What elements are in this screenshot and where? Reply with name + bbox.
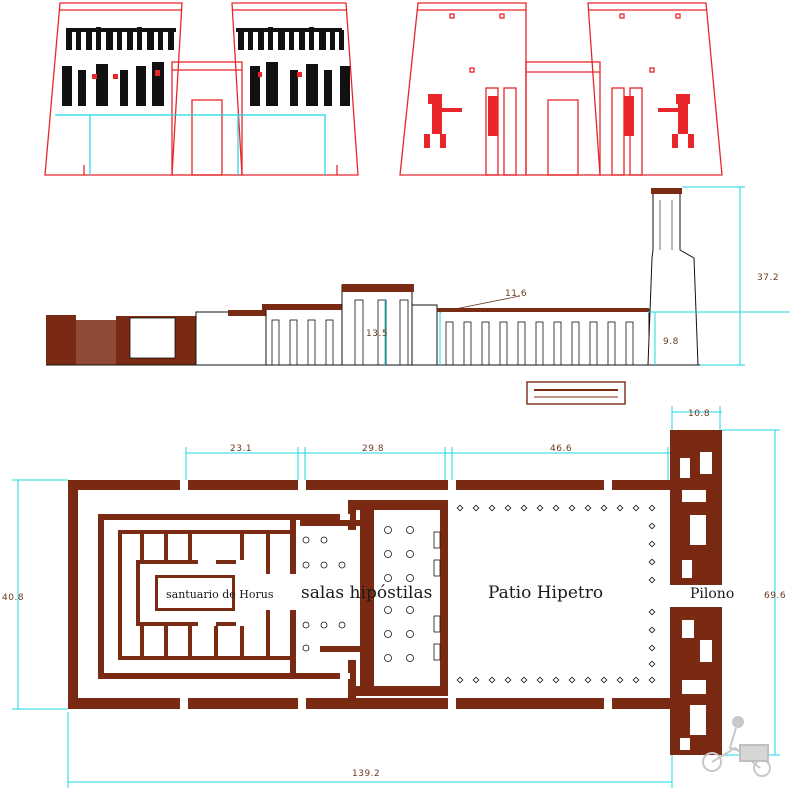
label-pylon: Pilono (690, 586, 734, 602)
plan-dimension-lines (12, 406, 780, 788)
dim-top-gap: 11.6 (505, 289, 527, 299)
pylon-elevation-right (399, 2, 723, 176)
dim-hall-height: 13.5 (366, 329, 388, 339)
dim-pylon-width: 10.8 (688, 409, 710, 419)
pylon-plan-rooms (670, 452, 722, 750)
dim-total-length: 139.2 (352, 769, 380, 779)
pylon-elevation-left (44, 2, 359, 176)
plan-wall-openings (180, 480, 612, 709)
longitudinal-section (46, 188, 700, 405)
dim-colonnade-height: 9.8 (663, 337, 679, 347)
court-colonnade (456, 504, 656, 684)
red-accents-left (92, 70, 302, 79)
dim-pylon-span: 69.6 (764, 591, 786, 601)
dim-pylon-height: 37.2 (757, 273, 779, 283)
dim-sanctuary-length: 23.1 (230, 444, 252, 454)
smiting-figures-right (424, 94, 694, 148)
label-hypostyle: salas hipóstilas (301, 583, 432, 603)
hieroglyph-reliefs-left (62, 27, 350, 106)
label-court: Patio Hipetro (488, 583, 603, 603)
label-sanctuary: santuario de Horus (166, 588, 274, 601)
hypostyle-columns (302, 526, 441, 662)
cyclist-watermark-icon (702, 716, 771, 777)
pylon-elevation-left-cyan-overlay (55, 114, 326, 175)
section-dimension-lines (384, 186, 790, 366)
leader-line (439, 295, 521, 313)
dim-temple-width: 40.8 (2, 593, 24, 603)
dim-court-length: 46.6 (550, 444, 572, 454)
dim-hypostyle-length: 29.8 (362, 444, 384, 454)
